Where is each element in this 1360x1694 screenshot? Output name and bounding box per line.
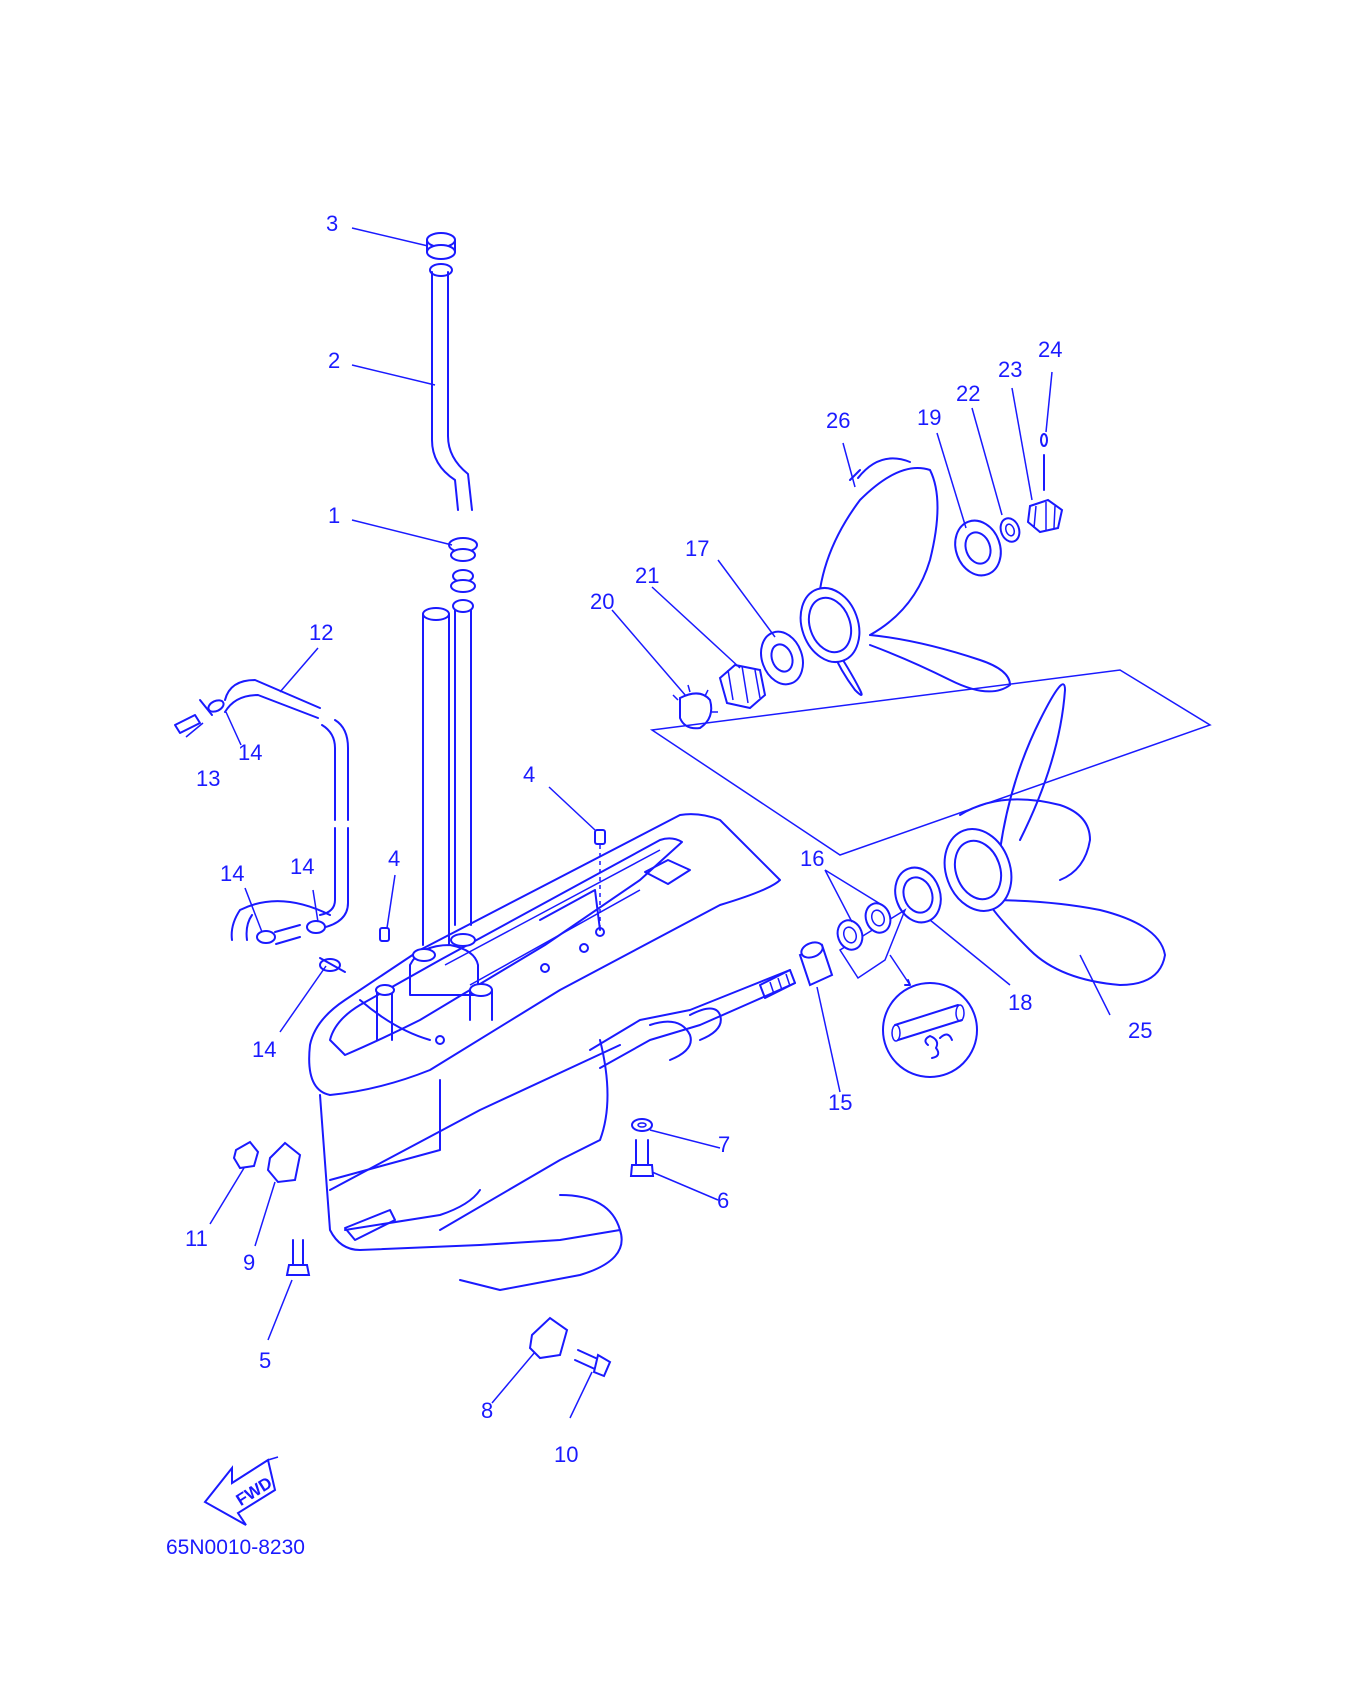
callout-22: 22 [956, 381, 980, 406]
callout-6: 6 [717, 1188, 729, 1213]
washers-16 [836, 902, 907, 980]
callout-21: 21 [635, 563, 659, 588]
callout-18: 18 [1008, 990, 1032, 1015]
bolt-6 [629, 1139, 655, 1177]
callout-24: 24 [1038, 337, 1062, 362]
dowel-pin-a [594, 829, 606, 930]
cotter-pin-24 [1040, 433, 1048, 491]
part-code: 65N0010-8230 [166, 1536, 305, 1559]
washer-19 [954, 519, 1002, 577]
callout-11: 11 [185, 1226, 208, 1251]
callout-14d: 14 [252, 1037, 276, 1062]
callout-12: 12 [309, 620, 333, 645]
callout-5: 5 [259, 1348, 271, 1373]
water-tube-assembly [422, 232, 478, 946]
hose-assembly [174, 679, 349, 973]
callout-7: 7 [718, 1132, 730, 1157]
callout-1: 1 [328, 503, 340, 528]
callout-19: 19 [917, 405, 941, 430]
lower-casing [308, 813, 796, 1291]
propeller-25 [943, 683, 1166, 986]
callout-13: 13 [196, 766, 220, 791]
callout-8: 8 [481, 1398, 493, 1423]
callout-14c: 14 [290, 854, 314, 879]
callout-2: 2 [328, 348, 340, 373]
dowel-pin-b [379, 927, 390, 942]
callout-20: 20 [590, 589, 614, 614]
thrust-washer-18 [894, 866, 942, 924]
thrust-washer-17 [760, 630, 804, 686]
variant-frame [649, 669, 1212, 856]
callout-4b: 4 [388, 846, 400, 871]
callout-26: 26 [826, 408, 850, 433]
spacer-15 [798, 941, 834, 987]
callout-9: 9 [243, 1250, 255, 1275]
callout-3: 3 [326, 211, 338, 236]
spacer-21 [718, 663, 767, 710]
callout-16: 16 [800, 846, 824, 871]
callout-15: 15 [828, 1090, 852, 1115]
callout-25: 25 [1128, 1018, 1152, 1043]
callout-14b: 14 [220, 861, 244, 886]
callout-23: 23 [998, 357, 1022, 382]
washer-7 [631, 1118, 653, 1132]
leader-lines [185, 227, 1111, 1419]
propeller-26 [799, 457, 1011, 696]
callout-4a: 4 [523, 762, 535, 787]
nut-11 [232, 1140, 260, 1170]
bolt-5 [285, 1239, 311, 1276]
detail-circle [882, 954, 978, 1078]
bolt-10 [574, 1349, 612, 1378]
anode-9 [266, 1141, 302, 1184]
callout-17: 17 [685, 536, 709, 561]
nut-23 [1026, 498, 1064, 534]
callout-labels: 1 2 3 4 4 5 6 7 8 9 10 11 12 13 14 14 14… [185, 211, 1152, 1467]
callout-14a: 14 [238, 740, 262, 765]
callout-10: 10 [554, 1442, 578, 1467]
anode-8 [528, 1316, 569, 1360]
washer-22 [999, 517, 1021, 543]
fwd-arrow-icon: FWD [203, 1456, 279, 1526]
